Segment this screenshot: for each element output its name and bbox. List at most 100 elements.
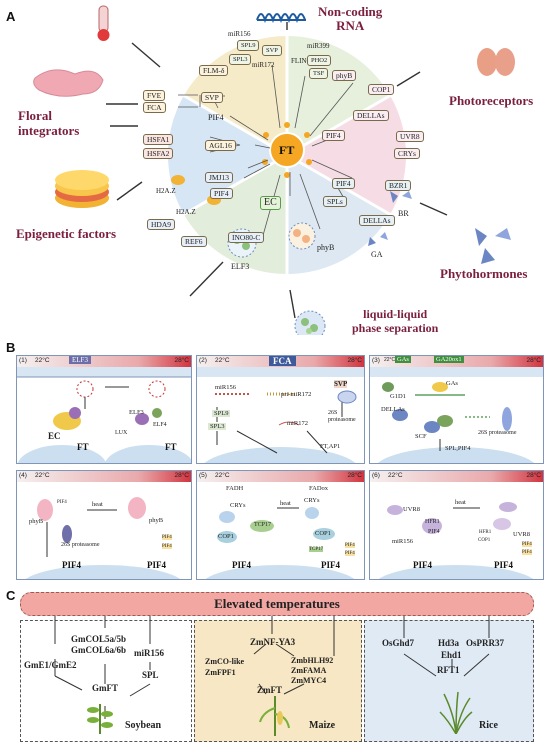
fadh-label: FADH [226, 485, 244, 492]
node-mir172: miR172 [252, 61, 275, 69]
subpanel-number: (2) [199, 357, 207, 364]
spl9-label: SPL9 [212, 410, 231, 417]
temp-gradient [17, 356, 191, 367]
temp-high: 28°C [174, 357, 189, 364]
maize-arrows [253, 616, 335, 695]
node-phyb-llps: phyB [317, 243, 335, 252]
rice-plant [439, 691, 473, 734]
b6-graphic [378, 502, 534, 579]
node-ino80: INO80-C [228, 232, 265, 243]
soybean-plant [87, 704, 113, 734]
elf3-top-label: ELF3 [69, 356, 91, 364]
subpanel-b3: (3) 22°C 28°C GAs GA20ox1 G1D1 GAs DELLA… [369, 355, 544, 464]
node-h2az: H2A.Z [156, 187, 176, 195]
heat-label: heat [280, 500, 291, 507]
pif4-small-c: PIF4 [162, 544, 172, 549]
panel-label-a: A [6, 9, 16, 24]
node-uvr8: UVR8 [396, 131, 424, 142]
uvr8-label-2: UVR8 [513, 531, 530, 538]
tcp17-label: TCP17 [254, 522, 272, 528]
soybean-name: Soybean [125, 720, 162, 731]
node-hda9: HDA9 [147, 219, 175, 230]
subpanel-b2: (2) 22°C 28°C FCA SVP miR156 pri-miR172 … [196, 355, 365, 464]
maize-plant [259, 696, 290, 736]
pif4-small-a: PIF4 [57, 500, 67, 505]
subpanel-number: (3) [372, 357, 380, 364]
soy-spl-label: SPL [142, 670, 159, 680]
pif4-output-2: PIF4 [147, 560, 166, 570]
pif4-output-2: PIF4 [321, 560, 340, 570]
node-agl16: AGL16 [205, 140, 236, 151]
elf3-label: ELF3 [129, 409, 144, 416]
node-fca: FCA [143, 102, 166, 113]
node-fve: FVE [143, 90, 166, 101]
svp-label: SVP [334, 380, 348, 388]
b1-graphic [17, 367, 191, 463]
pri-mir172-label: pri-miR172 [281, 391, 312, 398]
soy-gmft-label: GmFT [92, 683, 118, 693]
temp-low: 22°C [35, 472, 50, 479]
node-pif4-phyto: PIF4 [332, 178, 355, 189]
crys-label-2: CRYs [304, 497, 320, 504]
mir156-label: miR156 [215, 384, 236, 391]
pif4-output-1: PIF4 [413, 560, 432, 570]
temp-high: 28°C [347, 357, 362, 364]
ft-output-2: FT [165, 442, 177, 452]
spl3-label: SPL3 [208, 423, 227, 430]
node-dellas-phyto: DELLAs [359, 215, 395, 226]
mir172-label: miR172 [287, 420, 308, 427]
pif4-small-b: PIF4 [522, 550, 532, 555]
node-spl9: SPL9 [237, 40, 260, 51]
hfr1-label: HFR1 [425, 519, 440, 525]
node-dellas: DELLAs [353, 110, 389, 121]
node-ga: GA [371, 250, 383, 259]
subpanel-number: (5) [199, 472, 207, 479]
rice-prr37-label: OsPRR37 [466, 638, 504, 648]
b5-graphic [205, 507, 355, 579]
uvr8-label: UVR8 [403, 506, 420, 513]
rice-rft1-label: RFT1 [437, 665, 460, 675]
lux-label: LUX [115, 430, 128, 436]
spl-pif4-output: SPL,PIF4 [445, 445, 471, 452]
node-tsf: TSF [309, 68, 329, 79]
crys-label: CRYs [230, 502, 246, 509]
temp-gradient [197, 471, 364, 482]
subpanel-b1: (1) 22°C 28°C ELF3 EC LUX ELF3 ELF4 FT F… [16, 355, 192, 464]
node-mir156: miR156 [228, 30, 251, 38]
label-floral-integrators: Floral integrators [18, 108, 80, 138]
rice-ghd7-label: OsGhd7 [382, 638, 415, 648]
pif4-label: PIF4 [428, 529, 440, 535]
temp-gradient [370, 471, 543, 482]
node-svp: SVP [201, 92, 223, 103]
rice-name: Rice [479, 720, 498, 731]
node-flinc: FLINC [291, 57, 312, 65]
label-photoreceptors: Photoreceptors [449, 93, 534, 108]
node-jmj13: JMJ13 [205, 172, 234, 183]
gid1-label: G1D1 [390, 393, 406, 400]
node-elf3: ELF3 [231, 262, 250, 271]
label-epigenetic: Epigenetic factors [16, 226, 117, 241]
soy-col-label: GmCOL5a/5b GmCOL6a/6b [71, 634, 127, 655]
node-phyb: phyB [332, 70, 357, 81]
temp-low: 22°C [388, 472, 403, 479]
node-ref6: REF6 [181, 236, 207, 247]
node-spls: SPLs [323, 196, 347, 207]
b4-graphic [25, 497, 181, 579]
node-pif4-left: PIF4 [208, 113, 224, 122]
cop1-label-2: COP1 [315, 530, 331, 537]
pif4-output-1: PIF4 [232, 560, 251, 570]
ga20ox1-label: GA20ox1 [434, 356, 464, 363]
node-br: BR [398, 209, 409, 218]
temp-low: 22°C [35, 357, 50, 364]
subpanel-number: (4) [19, 472, 27, 479]
temp-gradient [17, 471, 191, 482]
pif4-small-b: PIF4 [345, 551, 355, 556]
ft-center-label: FT [279, 143, 295, 157]
proteasome-label: 26S proteasome [478, 430, 517, 436]
phyb-label: phyB [29, 518, 44, 525]
pif4-small-a: PIF4 [345, 543, 355, 548]
node-h2az-2: H2A.Z [176, 208, 196, 216]
soy-e1-label: GmE1/GmE2 [24, 660, 77, 670]
node-pif4-right: PIF4 [322, 130, 345, 141]
b2-graphic [197, 367, 364, 463]
